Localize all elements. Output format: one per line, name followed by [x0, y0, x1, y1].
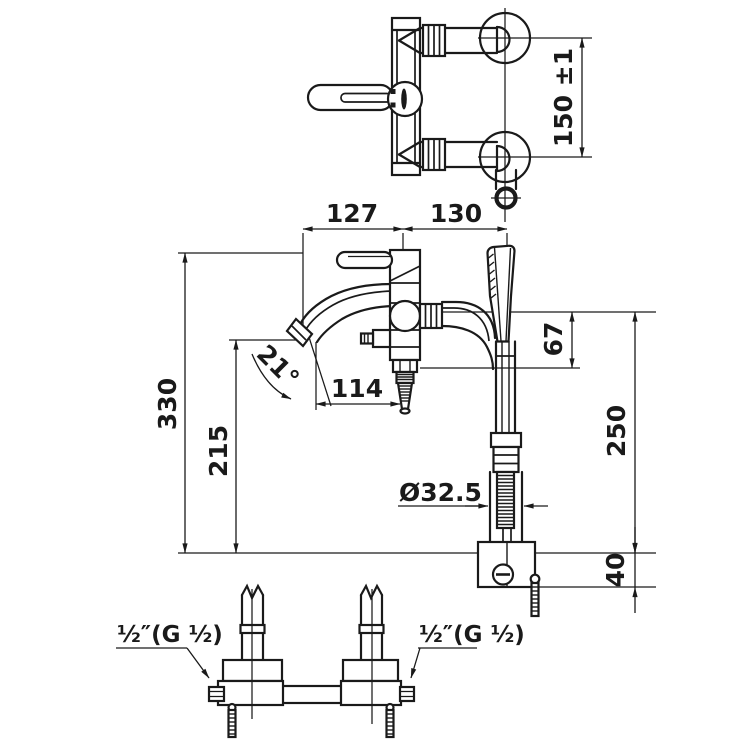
dim-67-label: 67 — [539, 322, 568, 357]
front-left-stud — [227, 702, 237, 739]
dim-150-label: 150 ±1 — [549, 48, 578, 147]
dimension-spout-reach: 127 — [302, 199, 404, 232]
dimension-bracket-depth: 40 — [601, 527, 638, 613]
dimension-hose-drop: 250 — [602, 311, 638, 554]
diverter-knob — [371, 328, 392, 349]
front-right-block — [339, 658, 403, 707]
dim-21deg-label: 21° — [251, 339, 305, 393]
top-view-lever-handle — [306, 83, 395, 112]
spout-angle-construction-line — [307, 333, 332, 407]
dim-250-label: 250 — [602, 405, 631, 457]
top-view-shower-hook — [494, 186, 518, 210]
top-view: 150 ±1 — [306, 8, 592, 222]
connection-label-left: ½″(G ½) — [116, 622, 223, 679]
shower-elbow — [440, 300, 497, 371]
dimension-center-distance: 150 ±1 — [549, 37, 585, 158]
dim-hose-diameter-label: Ø32.5 — [399, 478, 482, 507]
dimension-spout-tip-to-hose: 114 — [315, 374, 401, 407]
front-view: ½″(G ½) ½″(G ½) — [116, 583, 525, 739]
hand-shower-wand — [486, 244, 516, 343]
dim-215-label: 215 — [204, 425, 233, 477]
dimension-spout-angle: 21° — [251, 339, 305, 393]
side-view: 127 130 330 215 21° 114 67 250 — [153, 199, 656, 618]
dim-40-label: 40 — [601, 553, 630, 588]
side-view-diverter — [388, 299, 422, 333]
connection-label-right: ½″(G ½) — [410, 622, 525, 679]
wall-bracket — [476, 540, 541, 618]
dimension-elbow-drop: 67 — [539, 311, 575, 369]
dimension-overall-height: 330 — [153, 252, 188, 554]
dim-127-label: 127 — [326, 199, 378, 228]
spout-angle-arc — [251, 353, 292, 400]
dim-130-label: 130 — [430, 199, 482, 228]
left-connection-text: ½″(G ½) — [117, 622, 223, 648]
dimension-shower-offset: 130 — [402, 199, 508, 232]
dimension-hose-diameter: Ø32.5 — [398, 478, 548, 509]
front-connecting-bar — [271, 684, 350, 705]
shower-hose-column — [488, 340, 524, 544]
front-left-block — [216, 658, 285, 707]
side-view-lever-handle — [335, 250, 394, 270]
right-connection-text: ½″(G ½) — [419, 622, 525, 648]
hose-adapter — [391, 358, 419, 415]
side-view-spout — [285, 282, 394, 348]
front-right-stud — [385, 702, 395, 739]
dimension-spout-height: 215 — [204, 339, 239, 554]
dim-330-label: 330 — [153, 378, 182, 430]
dim-114-label: 114 — [331, 374, 383, 403]
front-left-nut — [207, 685, 226, 703]
front-right-nut — [398, 685, 416, 703]
